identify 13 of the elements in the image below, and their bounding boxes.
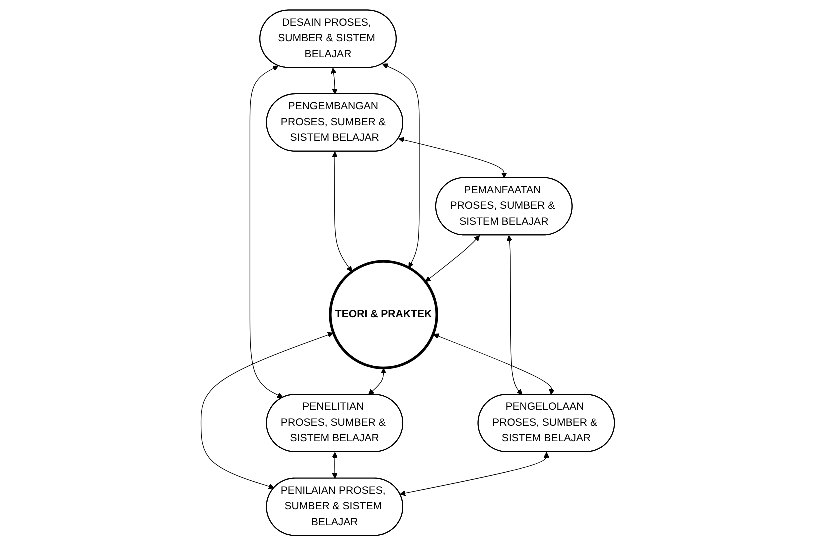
arrow — [506, 236, 522, 396]
arrow — [330, 68, 338, 95]
arrow — [432, 334, 554, 396]
arrow — [368, 368, 386, 396]
node-circle: TEORI & PRAKTEK — [328, 260, 438, 370]
arrow — [398, 137, 507, 178]
arrow — [200, 332, 334, 490]
arrow — [382, 64, 420, 268]
arrow — [332, 152, 352, 272]
arrow — [332, 452, 338, 479]
arrow — [400, 452, 550, 496]
arrow — [424, 235, 480, 282]
arrow — [249, 66, 283, 398]
